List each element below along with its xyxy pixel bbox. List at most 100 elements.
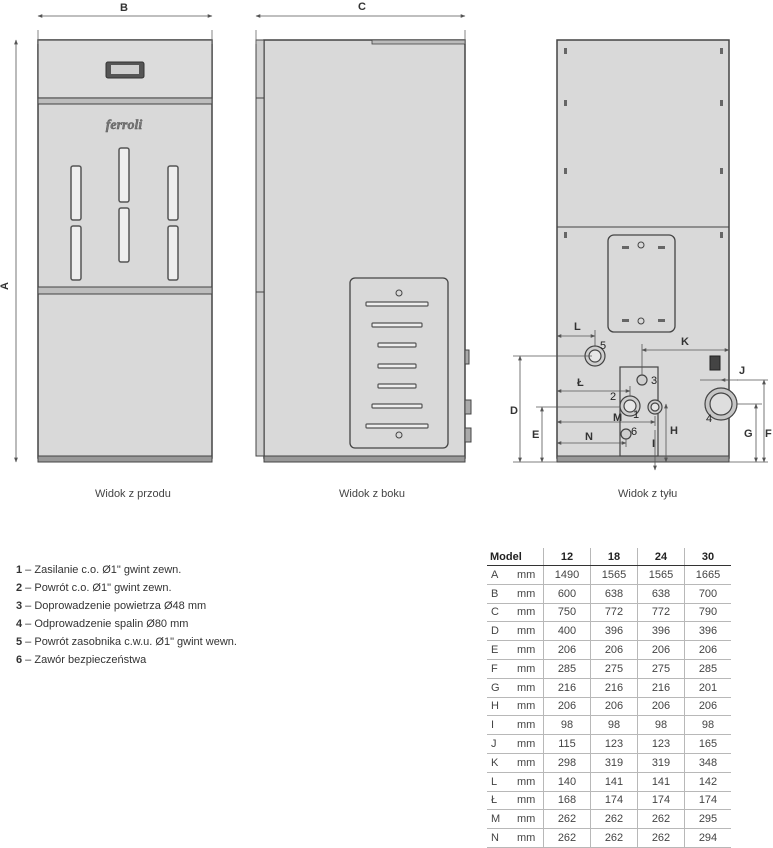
dim-label-a: A xyxy=(0,282,11,290)
value-cell: 98 xyxy=(637,715,685,736)
unit-cell: mm xyxy=(517,621,544,642)
value-cell: 638 xyxy=(637,584,685,604)
column-header-model: Model xyxy=(487,548,544,566)
value-cell: 206 xyxy=(543,697,591,717)
unit-cell: mm xyxy=(517,809,544,830)
value-cell: 638 xyxy=(590,584,638,604)
value-cell: 295 xyxy=(684,809,731,830)
legend-item: 5 – Powrót zasobnika c.w.u. Ø1" gwint we… xyxy=(16,636,237,648)
dim-label-c: C xyxy=(358,1,366,13)
value-cell: 262 xyxy=(637,809,685,830)
dimension-key-cell: K xyxy=(487,753,517,773)
legend-item: 2 – Powrót c.o. Ø1" gwint zewn. xyxy=(16,582,172,594)
value-cell: 275 xyxy=(637,659,685,679)
value-cell: 141 xyxy=(637,772,685,792)
value-cell: 216 xyxy=(543,678,591,698)
column-header-18: 18 xyxy=(590,548,638,566)
table-header-row: Model 12 18 24 30 xyxy=(487,548,731,566)
unit-cell: mm xyxy=(517,734,544,754)
value-cell: 700 xyxy=(684,584,731,604)
value-cell: 174 xyxy=(684,791,731,811)
front-view: ferroli B A xyxy=(0,2,213,463)
value-cell: 400 xyxy=(543,621,591,642)
value-cell: 206 xyxy=(590,640,638,660)
value-cell: 123 xyxy=(590,734,638,754)
dim-label-b: B xyxy=(120,2,128,14)
dim-label-d: D xyxy=(510,405,518,417)
column-header-24: 24 xyxy=(637,548,685,566)
value-cell: 123 xyxy=(637,734,685,754)
front-view-caption: Widok z przodu xyxy=(95,488,171,500)
dimension-key-cell: H xyxy=(487,697,517,717)
dim-label-lstroke: Ł xyxy=(577,377,584,389)
value-cell: 216 xyxy=(590,678,638,698)
dimension-key-cell: G xyxy=(487,678,517,698)
dim-label-g: G xyxy=(744,428,753,440)
unit-cell: mm xyxy=(517,715,544,736)
dimension-key-cell: B xyxy=(487,584,517,604)
back-access-panel xyxy=(607,234,676,333)
side-view-caption: Widok z boku xyxy=(339,488,406,500)
unit-cell: mm xyxy=(517,753,544,773)
value-cell: 600 xyxy=(543,584,591,604)
value-cell: 201 xyxy=(684,678,731,698)
unit-cell: mm xyxy=(517,772,544,792)
unit-cell: mm xyxy=(517,603,544,623)
value-cell: 165 xyxy=(684,734,731,754)
legend-item: 3 – Doprowadzenie powietrza Ø48 mm xyxy=(16,600,207,612)
value-cell: 140 xyxy=(543,772,591,792)
value-cell: 772 xyxy=(590,603,638,623)
value-cell: 1490 xyxy=(543,565,591,585)
value-cell: 98 xyxy=(543,715,591,736)
dimension-key-cell: E xyxy=(487,640,517,660)
unit-cell: mm xyxy=(517,584,544,604)
legend-item: 1 – Zasilanie c.o. Ø1" gwint zewn. xyxy=(16,564,182,576)
value-cell: 98 xyxy=(684,715,731,736)
terminal-box-icon xyxy=(709,355,721,371)
value-cell: 285 xyxy=(543,659,591,679)
value-cell: 348 xyxy=(684,753,731,773)
dim-label-h: H xyxy=(670,425,678,437)
value-cell: 98 xyxy=(590,715,638,736)
unit-cell: mm xyxy=(517,678,544,698)
dimension-key-cell: M xyxy=(487,809,517,830)
unit-cell: mm xyxy=(517,640,544,660)
value-cell: 206 xyxy=(637,697,685,717)
value-cell: 262 xyxy=(543,809,591,830)
column-header-30: 30 xyxy=(684,548,731,566)
value-cell: 262 xyxy=(590,809,638,830)
value-cell: 1565 xyxy=(637,565,685,585)
value-cell: 790 xyxy=(684,603,731,623)
dim-label-i: I xyxy=(652,438,655,450)
value-cell: 262 xyxy=(590,828,638,848)
value-cell: 319 xyxy=(590,753,638,773)
technical-drawing: ferroli B A xyxy=(0,1,772,471)
value-cell: 262 xyxy=(543,828,591,848)
back-view: 5 3 2 1 4 6 xyxy=(510,39,772,471)
dim-label-e: E xyxy=(532,429,539,441)
dimension-key-cell: J xyxy=(487,734,517,754)
legend-item: 6 – Zawór bezpieczeństwa xyxy=(16,654,147,666)
value-cell: 142 xyxy=(684,772,731,792)
dimension-key-cell: C xyxy=(487,603,517,623)
value-cell: 206 xyxy=(637,640,685,660)
value-cell: 168 xyxy=(543,791,591,811)
value-cell: 216 xyxy=(637,678,685,698)
dim-label-l: L xyxy=(574,321,581,333)
back-view-caption: Widok z tyłu xyxy=(618,488,678,500)
value-cell: 1565 xyxy=(590,565,638,585)
unit-cell: mm xyxy=(517,828,544,848)
unit-cell: mm xyxy=(517,697,544,717)
dimension-key-cell: I xyxy=(487,715,517,736)
value-cell: 750 xyxy=(543,603,591,623)
value-cell: 1665 xyxy=(684,565,731,585)
